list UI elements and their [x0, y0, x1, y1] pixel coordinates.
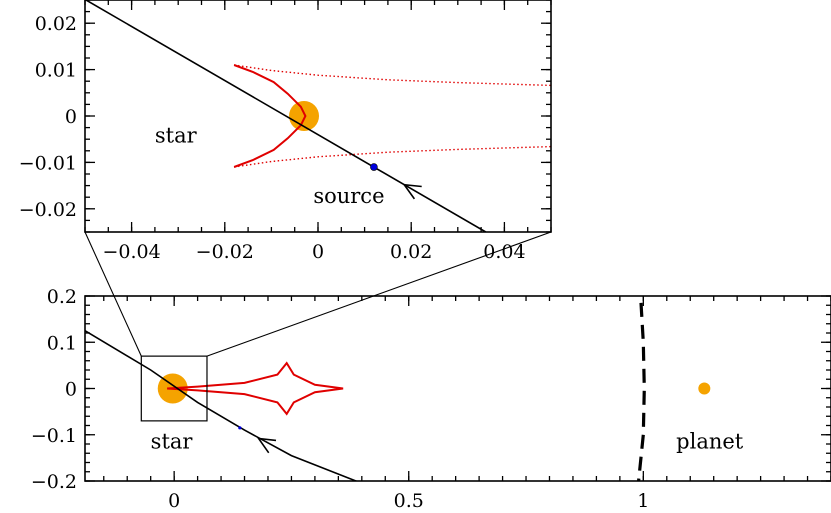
source-marker: [238, 426, 242, 430]
zoom-connector-left: [84, 231, 142, 357]
inset-xtick-label: −0.02: [196, 241, 254, 263]
inset-ytick-label: 0.01: [35, 60, 77, 82]
main-ytick-label: 0.2: [47, 286, 77, 308]
star-label: star: [151, 430, 194, 454]
source-trajectory: [85, 0, 487, 232]
main-xtick-label: 0.5: [394, 490, 424, 512]
inset-xtick-label: 0.04: [483, 241, 525, 263]
planet-label: planet: [676, 430, 744, 454]
main-ytick-label: 0.1: [47, 332, 77, 354]
caustic-curve: [167, 361, 344, 416]
source-trajectory: [85, 330, 359, 481]
trajectory-arrow: [256, 437, 277, 454]
main-panel: star planet 0 0.5 1 −0.2 −0.1 0 0.1 0.2: [31, 286, 831, 512]
zoom-connectors: [84, 231, 552, 357]
inset-xtick-label: 0: [312, 241, 324, 263]
einstein-ring-arc: [637, 302, 646, 481]
main-ytick-label: 0: [65, 379, 77, 401]
source-marker: [370, 163, 378, 171]
caustic-curve: [233, 64, 307, 168]
main-ytick-label: −0.1: [31, 425, 77, 447]
main-plot-area: [85, 302, 711, 481]
inset-panel: star source −0.04 −0.02 0 0.02 0.04 −0.02 −0.01 0…: [19, 0, 552, 263]
caustic-dotted-lower: [233, 145, 551, 168]
inset-ytick-label: −0.01: [19, 152, 77, 174]
inset-ytick-label: 0: [65, 106, 77, 128]
main-xtick-label: 0: [168, 490, 180, 512]
zoom-box: [140, 355, 208, 422]
inset-ytick-label: −0.02: [19, 199, 77, 221]
inset-plot-area: [85, 0, 551, 232]
star-label: star: [155, 123, 198, 147]
inset-xtick-label: −0.04: [102, 241, 160, 263]
source-label: source: [313, 184, 384, 208]
inset-ytick-label: 0.02: [35, 13, 77, 35]
inset-xtick-label: 0.02: [390, 241, 432, 263]
star-marker: [289, 101, 320, 131]
caustic-dotted-upper: [233, 64, 551, 87]
trajectory-arrow: [402, 183, 422, 200]
main-xtick-label: 1: [637, 490, 649, 512]
main-ytick-label: −0.2: [31, 471, 77, 493]
zoom-connector-right: [206, 231, 552, 357]
planet-marker: [698, 382, 711, 395]
